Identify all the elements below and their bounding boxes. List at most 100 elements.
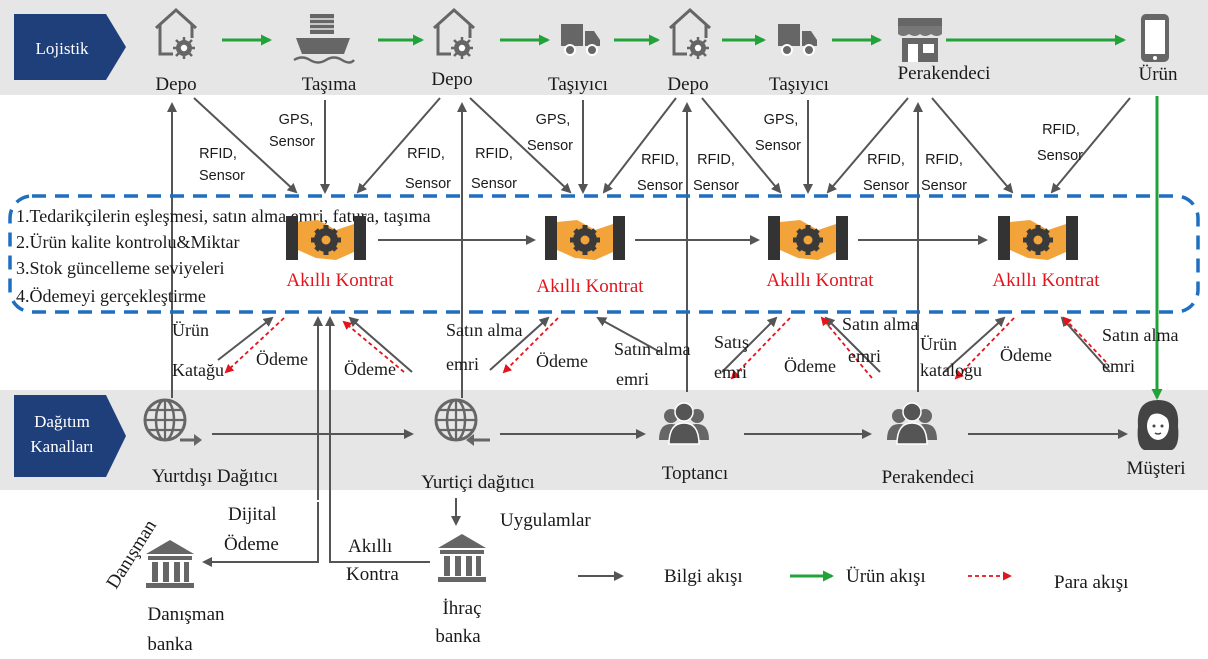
logistics-node-label: Depo [155,74,196,95]
svg-text:GPS,: GPS, [536,112,571,128]
globe-arrow-out-icon [143,398,202,446]
contract-label: Akıllı Kontrat [766,270,874,291]
svg-text:emri: emri [616,369,649,389]
svg-text:RFID,: RFID, [641,152,679,168]
legend-info-label: Bilgi akışı [664,566,743,587]
svg-text:RFID,: RFID, [867,152,905,168]
logistics-node-label: Taşıma [302,74,357,95]
logistics-node-label: Depo [667,74,708,95]
bank-icon [438,534,486,582]
handshake-gear-icon [768,216,848,260]
svg-text:GPS,: GPS, [764,112,799,128]
logistics-node-label: Depo [431,69,472,90]
logistics-node-label: Ürün [1138,64,1178,85]
product-flow-arrows-top [222,34,1163,400]
distribution-node-label: Toptancı [662,463,728,484]
logistics-node-label: Perakendeci [898,63,991,84]
svg-text:Satış: Satış [714,332,749,352]
svg-text:Sensor: Sensor [1037,148,1083,164]
svg-text:Sensor: Sensor [921,178,967,194]
svg-text:Ödeme: Ödeme [536,351,588,371]
svg-text:Dijital: Dijital [228,504,277,525]
contract-step: 2.Ürün kalite kontrolu&Miktar [16,232,239,252]
svg-text:Sensor: Sensor [199,168,245,184]
logistics-node-label: Taşıyıcı [548,74,608,95]
customer-icon [1137,400,1179,450]
svg-text:Satın alma: Satın alma [446,320,522,340]
logistics-band [0,0,1208,95]
svg-text:Sensor: Sensor [269,134,315,150]
svg-text:Ödeme: Ödeme [256,349,308,369]
svg-text:Dağıtım: Dağıtım [34,412,90,431]
legend-product-label: Ürün akışı [846,566,926,587]
svg-text:emri: emri [1102,356,1135,376]
money-flow-arrows [224,316,1107,380]
svg-text:Sensor: Sensor [863,178,909,194]
handshake-gear-icon [998,216,1078,260]
svg-text:Ödeme: Ödeme [784,356,836,376]
svg-text:emri: emri [848,346,881,366]
store-icon [898,18,942,62]
svg-text:Sensor: Sensor [693,178,739,194]
svg-text:emri: emri [714,362,747,382]
svg-text:RFID,: RFID, [925,152,963,168]
svg-text:Danışman: Danışman [147,604,225,625]
flow-labels: Ürün Katağu Ödeme Ödeme Satın alma emri … [172,314,1178,389]
svg-text:Kanalları: Kanalları [30,437,94,456]
svg-text:Satın alma: Satın alma [614,339,690,359]
contract-label: Akıllı Kontrat [992,270,1100,291]
svg-text:Ödeme: Ödeme [1000,345,1052,365]
svg-text:GPS,: GPS, [279,112,314,128]
contract-label: Akıllı Kontrat [536,276,644,297]
svg-text:Satın alma: Satın alma [1102,325,1178,345]
contract-distribution-arrows [217,316,1111,500]
svg-text:banka: banka [435,626,481,647]
info-arrows-sensors [167,97,1131,398]
globe-arrow-in-icon [434,398,490,446]
svg-text:Akıllı: Akıllı [348,536,392,557]
distribution-node-label: Yurtdışı Dağıtıcı [152,466,278,487]
distribution-node-label: Müşteri [1126,458,1185,479]
svg-text:RFID,: RFID, [407,146,445,162]
svg-text:İhraç: İhraç [442,598,481,619]
contract-label: Akıllı Kontrat [286,270,394,291]
svg-text:Sensor: Sensor [637,178,683,194]
svg-text:Sensor: Sensor [405,176,451,192]
contract-labels: Akıllı Kontrat Akıllı Kontrat Akıllı Kon… [286,270,1100,297]
svg-text:Uygulamlar: Uygulamlar [500,510,591,531]
svg-text:Sensor: Sensor [471,176,517,192]
svg-text:Sensor: Sensor [755,138,801,154]
logistics-label: Lojistik [14,14,126,80]
svg-text:RFID,: RFID, [1042,122,1080,138]
logistics-node-labels: Depo Taşıma Depo Taşıyıcı Depo Taşıyıcı … [155,63,1178,95]
contract-steps: 1.Tedarikçilerin eşleşmesi, satın alma e… [16,206,431,306]
svg-text:Katağu: Katağu [172,360,224,380]
svg-text:Sensor: Sensor [527,138,573,154]
svg-text:katalogu: katalogu [920,360,982,380]
svg-text:Kontra: Kontra [346,564,399,585]
contract-step: 3.Stok güncelleme seviyeleri [16,258,224,278]
sensor-labels: RFID, Sensor GPS, Sensor RFID, Sensor RF… [199,112,1083,194]
svg-text:RFID,: RFID, [697,152,735,168]
legend-money-label: Para akışı [1054,572,1128,593]
contract-step: 4.Ödemeyi gerçekleştirme [16,286,206,306]
svg-text:Ürün: Ürün [920,334,957,354]
svg-text:RFID,: RFID, [475,146,513,162]
distribution-label: Dağıtım Kanalları [14,395,126,477]
svg-text:Lojistik: Lojistik [36,39,89,58]
svg-text:RFID,: RFID, [199,146,237,162]
cargo-ship-icon [293,14,355,64]
svg-text:banka: banka [147,634,193,655]
legend: Bilgi akışı Ürün akışı Para akışı [578,566,1128,593]
distribution-node-labels: Yurtdışı Dağıtıcı Yurtiçi dağıtıcı Topta… [152,458,1186,493]
distribution-node-label: Yurtiçi dağıtıcı [421,472,534,493]
handshake-gear-icon [545,216,625,260]
bank-icon [146,540,194,588]
logistics-node-label: Taşıyıcı [769,74,829,95]
distribution-node-label: Perakendeci [882,467,975,488]
svg-text:Ödeme: Ödeme [344,359,396,379]
svg-text:Ödeme: Ödeme [224,534,279,555]
contract-step: 1.Tedarikçilerin eşleşmesi, satın alma e… [16,206,431,226]
svg-text:Ürün: Ürün [172,320,209,340]
